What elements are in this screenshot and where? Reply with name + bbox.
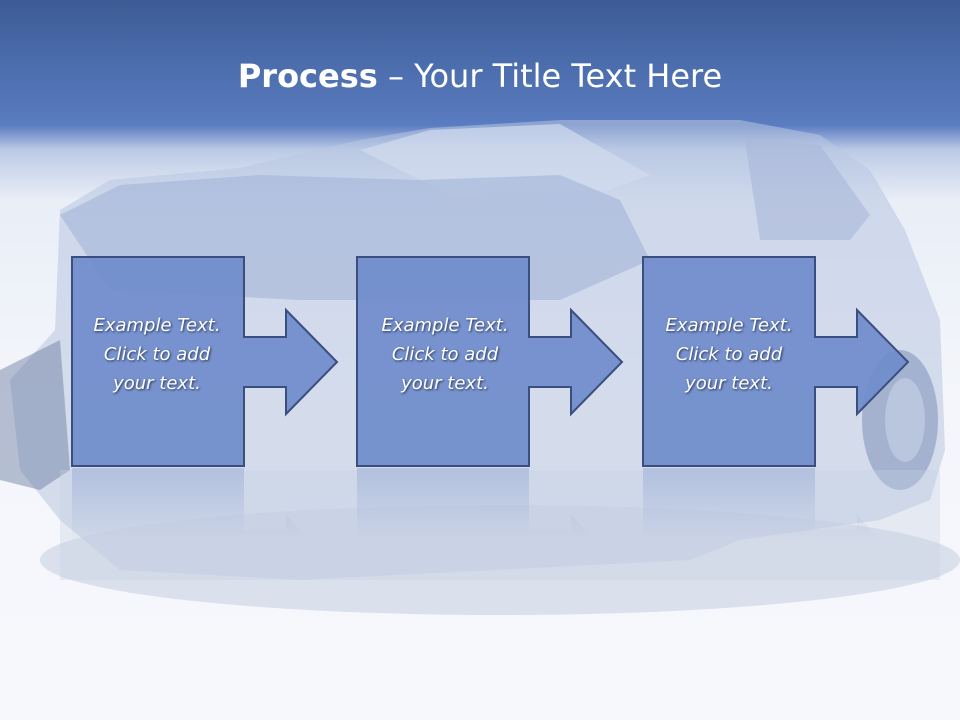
title-dash: – (377, 57, 415, 95)
step-text-line: Click to add (103, 344, 211, 365)
step-2-text[interactable]: Example Text. Click to add your text. (360, 311, 530, 398)
step-text-line: Example Text. (381, 315, 509, 336)
car-wheel-rim (885, 378, 925, 462)
step-text-line: Click to add (391, 344, 499, 365)
process-step-2[interactable] (356, 256, 624, 540)
step-text-line: your text. (685, 373, 773, 394)
car-windshield (360, 124, 650, 195)
process-step-3[interactable] (642, 256, 910, 540)
car-bumper (0, 340, 70, 490)
arrow-box (642, 256, 910, 467)
process-step-1[interactable] (71, 256, 339, 540)
step-text-line: your text. (113, 373, 201, 394)
car-side-window (745, 140, 870, 240)
arrow-box (356, 256, 624, 467)
arrow-box-reflection (357, 468, 595, 540)
arrow-box-reflection (643, 468, 881, 540)
step-text-line: your text. (401, 373, 489, 394)
step-text-line: Click to add (675, 344, 783, 365)
step-text-line: Example Text. (93, 315, 221, 336)
arrow-box (71, 256, 339, 467)
title-bold: Process (237, 57, 378, 95)
step-1-text[interactable]: Example Text. Click to add your text. (72, 311, 242, 398)
slide-title[interactable]: Process – Your Title Text Here (0, 56, 960, 96)
arrow-box-reflection (72, 468, 310, 540)
step-3-text[interactable]: Example Text. Click to add your text. (644, 311, 814, 398)
title-rest: Your Title Text Here (414, 57, 723, 95)
step-text-line: Example Text. (665, 315, 793, 336)
